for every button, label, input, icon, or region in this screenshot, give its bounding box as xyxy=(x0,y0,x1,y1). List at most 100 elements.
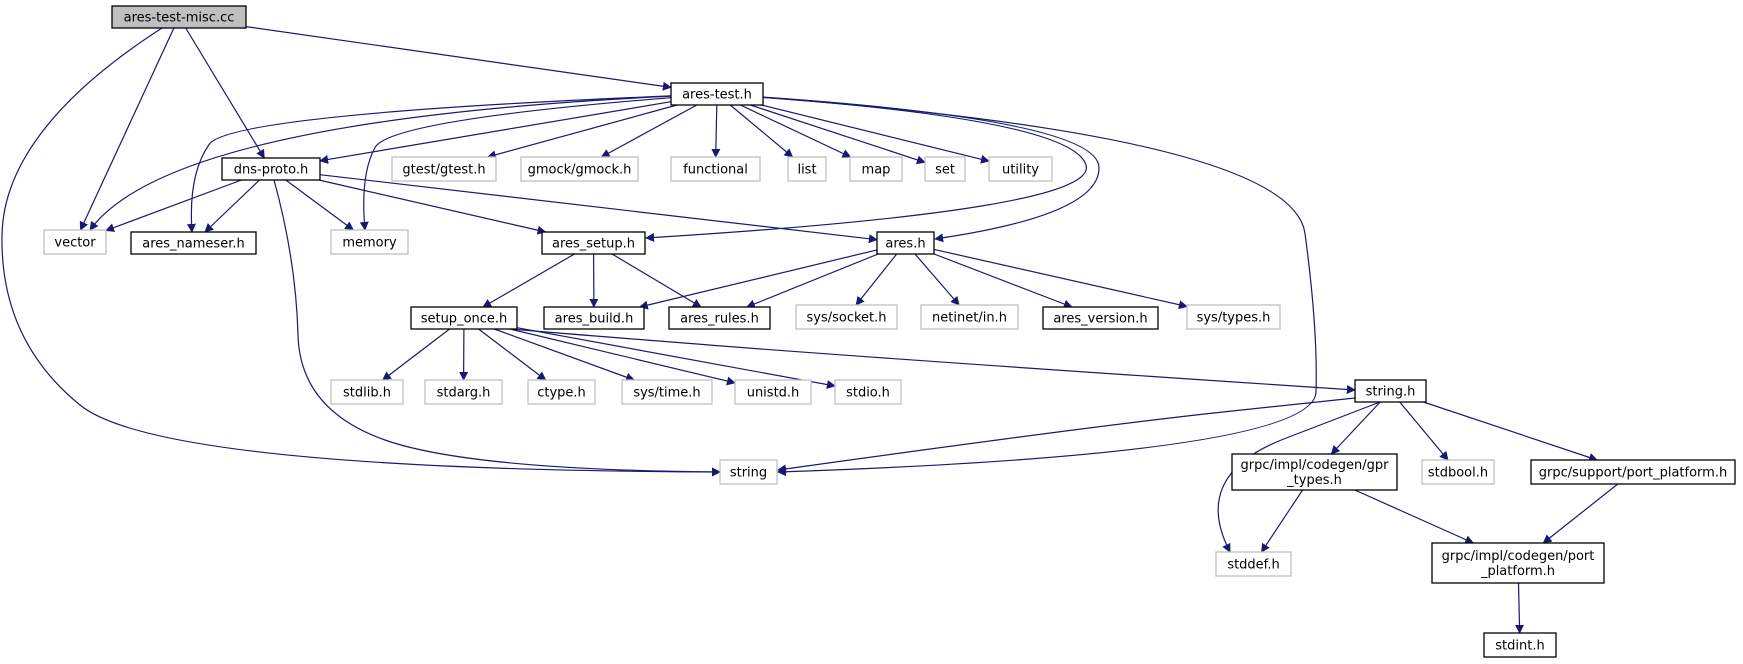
node-port-platform-support-h[interactable]: grpc/support/port_platform.h xyxy=(1530,459,1736,485)
node-string-h[interactable]: string.h xyxy=(1354,379,1427,403)
node-box xyxy=(670,82,764,106)
node-ares-setup-h[interactable]: ares_setup.h xyxy=(541,231,646,255)
node-dns-proto-h[interactable]: dns-proto.h xyxy=(221,157,321,181)
node-box xyxy=(988,156,1053,182)
node-label: stdint.h xyxy=(1495,639,1544,654)
node-box xyxy=(111,5,247,29)
node-ares-nameser-h[interactable]: ares_nameser.h xyxy=(130,231,257,255)
node-label: ares.h xyxy=(885,237,925,252)
node-gpr-types-h[interactable]: grpc/impl/codegen/gpr_types.h xyxy=(1231,453,1398,491)
edge-ares_h-to-sys_socket_h xyxy=(855,253,898,306)
node-label: _types.h xyxy=(1286,473,1342,488)
edge-string_h-to-gpr_types_h xyxy=(1330,401,1381,455)
node-netinet-in-h: netinet/in.h xyxy=(920,304,1019,330)
node-box xyxy=(621,379,713,405)
node-sys-time-h: sys/time.h xyxy=(621,379,713,405)
node-box xyxy=(876,231,935,255)
node-ares-rules-h[interactable]: ares_rules.h xyxy=(668,306,771,330)
node-box xyxy=(1354,379,1427,403)
edge-ares_test_misc_cc-to-dns_proto_h xyxy=(185,27,265,159)
node-label: gmock/gmock.h xyxy=(528,163,632,178)
node-box xyxy=(1431,542,1605,584)
edge-setup_once_h-to-string_h xyxy=(513,328,1356,394)
node-label: unistd.h xyxy=(747,386,800,401)
node-box xyxy=(719,459,778,485)
node-box xyxy=(670,156,761,182)
node-stdio-h: stdio.h xyxy=(834,379,902,405)
edge-ares_test_h-to-string xyxy=(762,96,1317,477)
node-label: ares-test-misc.cc xyxy=(124,11,235,26)
edge-setup_once_h-to-unistd_h xyxy=(509,328,736,386)
node-box xyxy=(527,379,596,405)
node-label: vector xyxy=(54,236,96,251)
edge-string_h-to-port_platform_support_h xyxy=(1423,401,1598,462)
node-box xyxy=(43,229,107,255)
node-ares-test-misc-cc[interactable]: ares-test-misc.cc xyxy=(111,5,247,29)
node-label: ares_version.h xyxy=(1053,312,1147,327)
node-label: _platform.h xyxy=(1480,564,1555,579)
node-label: grpc/support/port_platform.h xyxy=(1539,466,1727,481)
node-ares-version-h[interactable]: ares_version.h xyxy=(1042,306,1159,330)
edge-gpr_types_h-to-port_platform_codegen_h xyxy=(1354,489,1475,544)
edge-dns_proto_h-to-ares_h xyxy=(319,174,878,244)
edge-ares_test_h-to-ares_setup_h xyxy=(645,96,1087,242)
edge-ares_setup_h-to-setup_once_h xyxy=(482,253,575,308)
node-label: sys/time.h xyxy=(633,386,700,401)
node-label: set xyxy=(935,163,955,178)
edge-ares_setup_h-to-ares_rules_h xyxy=(611,253,702,308)
node-vector: vector xyxy=(43,229,107,255)
node-box xyxy=(541,231,646,255)
edge-ares_test_h-to-memory xyxy=(359,97,672,231)
node-box xyxy=(795,304,898,330)
node-label: stdarg.h xyxy=(437,386,491,401)
edge-ares_h-to-netinet_in_h xyxy=(914,253,960,306)
node-stdbool-h: stdbool.h xyxy=(1421,459,1495,485)
edge-ares_h-to-ares_version_h xyxy=(933,253,1073,309)
node-box xyxy=(1231,453,1398,491)
node-box xyxy=(1215,551,1292,577)
node-stdint-h[interactable]: stdint.h xyxy=(1483,632,1557,658)
edge-dns_proto_h-to-ares_setup_h xyxy=(318,179,547,235)
edge-setup_once_h-to-stdlib_h xyxy=(381,328,450,381)
node-box xyxy=(734,379,812,405)
node-label: list xyxy=(797,163,816,178)
node-label: netinet/in.h xyxy=(932,311,1007,326)
edge-ares_test_misc_cc-to-ares_test_h xyxy=(245,26,672,91)
node-label: ares_setup.h xyxy=(552,237,635,252)
node-label: grpc/impl/codegen/port xyxy=(1442,549,1595,564)
edge-string_h-to-stdbool_h xyxy=(1399,401,1449,461)
node-box xyxy=(391,156,497,182)
node-box xyxy=(330,379,404,405)
edge-setup_once_h-to-ctype_h xyxy=(478,328,547,381)
node-box xyxy=(787,156,827,182)
node-box xyxy=(330,229,409,255)
edge-ares_test_h-to-gtest xyxy=(486,104,678,160)
node-label: gtest/gtest.h xyxy=(402,163,485,178)
node-box xyxy=(920,304,1019,330)
node-ares-h[interactable]: ares.h xyxy=(876,231,935,255)
node-string: string xyxy=(719,459,778,485)
node-label: ares-test.h xyxy=(682,88,752,103)
edge-port_platform_codegen_h-to-stdint_h xyxy=(1515,582,1525,634)
node-label: stddef.h xyxy=(1227,558,1279,573)
node-box xyxy=(1421,459,1495,485)
node-label: map xyxy=(862,163,891,178)
node-port-platform-codegen-h[interactable]: grpc/impl/codegen/port_platform.h xyxy=(1431,542,1605,584)
node-label: stdbool.h xyxy=(1428,466,1488,481)
node-stddef-h: stddef.h xyxy=(1215,551,1292,577)
node-label: ares_build.h xyxy=(555,312,634,327)
node-label: ares_rules.h xyxy=(680,312,759,327)
node-setup-once-h[interactable]: setup_once.h xyxy=(410,306,518,330)
node-box xyxy=(130,231,257,255)
node-label: setup_once.h xyxy=(421,312,508,327)
node-stdlib-h: stdlib.h xyxy=(330,379,404,405)
node-box xyxy=(1042,306,1159,330)
edge-dns_proto_h-to-ares_nameser_h xyxy=(204,179,260,233)
node-unistd-h: unistd.h xyxy=(734,379,812,405)
edge-ares_h-to-ares_rules_h xyxy=(745,253,879,309)
node-ares-build-h[interactable]: ares_build.h xyxy=(543,306,645,330)
edge-ares_test_h-to-map xyxy=(740,104,852,158)
node-ares-test-h[interactable]: ares-test.h xyxy=(670,82,764,106)
node-box xyxy=(520,156,639,182)
